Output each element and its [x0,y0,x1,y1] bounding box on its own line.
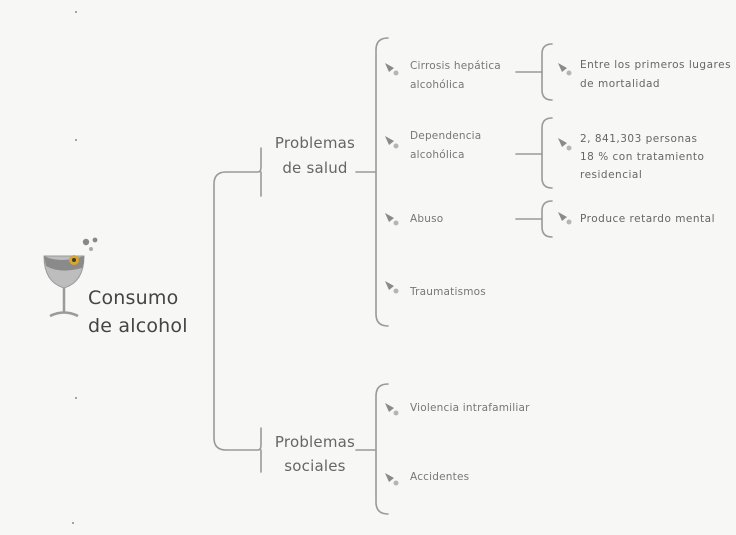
item-dependencia-line2: alcohólica [410,149,465,161]
detail-abuso-line1: Produce retardo mental [580,213,716,225]
bell-icon [385,63,399,76]
detail-cirrosis-line2: de mortalidad [580,78,661,90]
category-connector-salud [225,147,262,173]
detail-bracket-cirrosis [541,43,553,101]
salud-items-bracket [375,37,389,327]
detail-dependencia-line3: residencial [580,169,643,181]
item-cirrosis-line1: Cirrosis hepática [410,60,501,72]
category-sociales-line1: Problemas [274,433,356,451]
speck [72,522,74,524]
sociales-items-bracket [375,383,389,515]
bell-icon [385,213,399,226]
category-salud-line1: Problemas [274,134,356,152]
bell-icon [558,138,572,151]
detail-dependencia-line2: 18 % con tratamiento [580,151,705,163]
detail-dependencia-line1: 2, 841,303 personas [580,133,698,145]
item-violencia: Violencia intrafamiliar [410,402,530,414]
item-traumatismos: Traumatismos [410,286,486,298]
bell-icon [385,281,399,294]
root-bracket [213,171,227,451]
bell-icon [385,473,399,486]
item-abuso: Abuso [410,213,444,225]
bell-icon [385,136,399,149]
bell-icon [558,212,572,225]
detail-cirrosis-line1: Entre los primeros lugares [580,59,732,71]
bell-icon [558,63,572,76]
root-label-line2: de alcohol [88,315,188,337]
category-connector-sociales [225,427,262,451]
item-accidentes: Accidentes [410,471,470,483]
wine-glass-icon [43,237,98,318]
speck [75,11,77,13]
bell-icon [385,403,399,416]
detail-bracket-abuso [541,200,553,238]
category-sociales-line2: sociales [284,457,346,475]
category-salud-line2: de salud [282,159,348,177]
root-label-line1: Consumo [88,287,179,309]
item-cirrosis-line2: alcohólica [410,79,465,91]
speck [75,139,77,141]
speck [75,397,77,399]
item-dependencia-line1: Dependencia [410,130,482,142]
detail-bracket-dependencia [541,117,553,189]
